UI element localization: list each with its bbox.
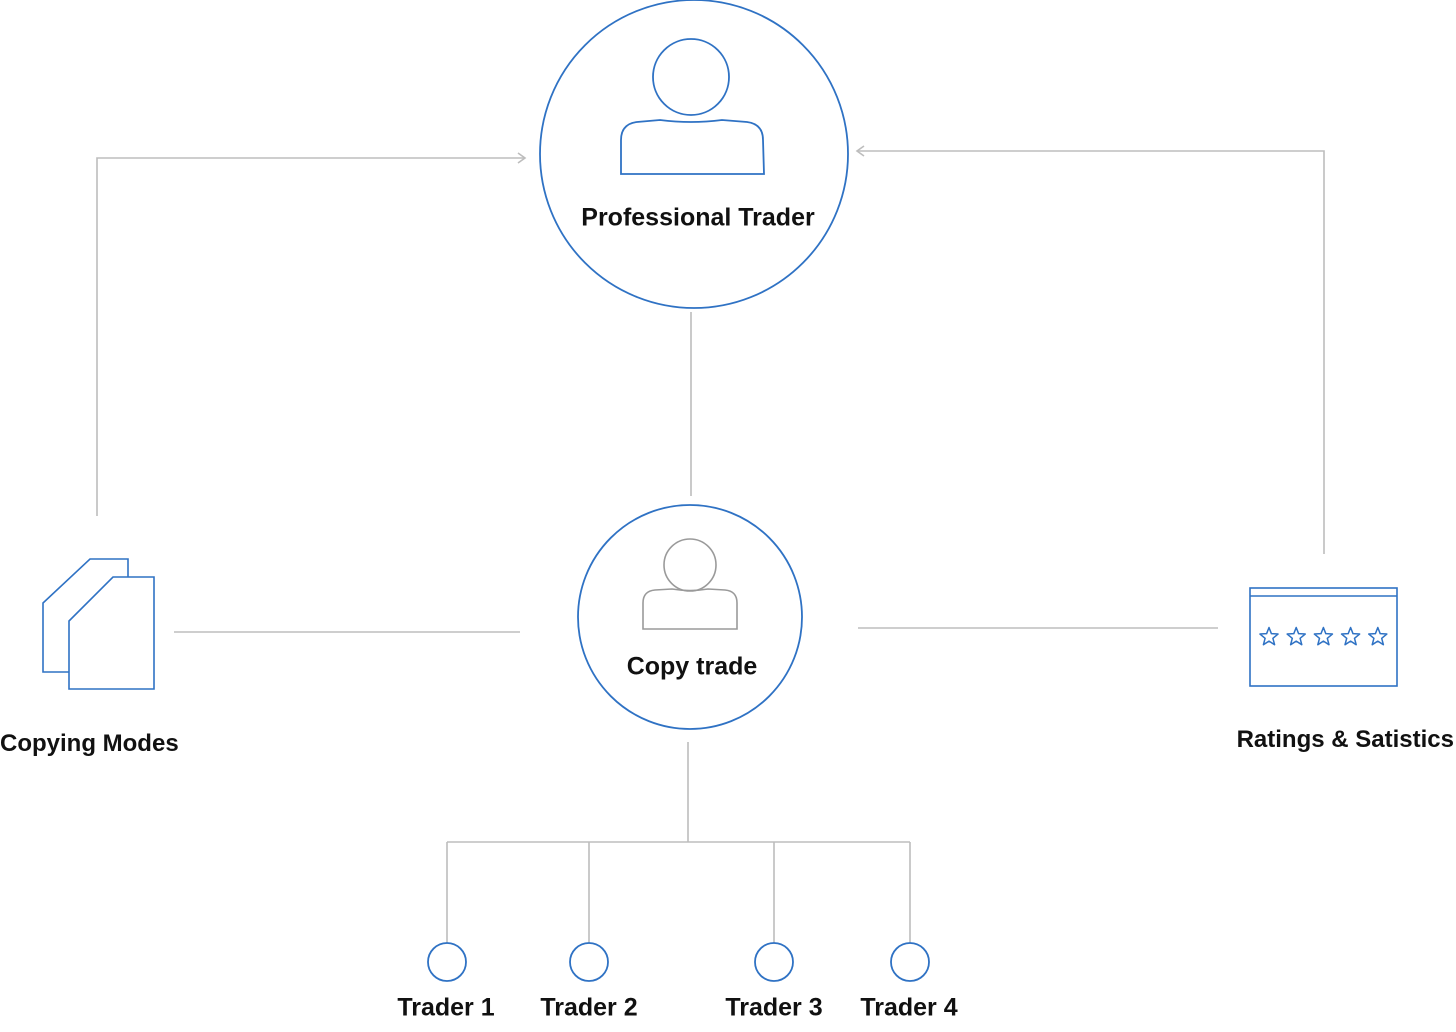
rating-stars <box>1259 626 1388 646</box>
ratings-label: Ratings & Satistics <box>1236 726 1454 753</box>
rating-window-icon <box>1249 587 1398 687</box>
arrowhead-left-to-professional-trader <box>517 152 527 164</box>
copy-trade-node <box>577 504 803 730</box>
star-icon <box>1368 626 1388 646</box>
star-icon <box>1313 626 1334 646</box>
star-icon <box>1259 626 1279 646</box>
professional-trader-circle <box>539 0 849 309</box>
trader-3-circle <box>754 942 794 982</box>
trader-2-label: Trader 2 <box>540 993 638 1022</box>
user-icon <box>620 38 765 175</box>
professional-trader-node <box>539 0 849 309</box>
trader-1-label: Trader 1 <box>397 993 495 1022</box>
arrowhead-right-to-professional-trader <box>855 145 865 157</box>
user-icon <box>642 538 738 630</box>
copying-modes-label: Copying Modes <box>0 730 179 757</box>
trader-2-circle <box>569 942 609 982</box>
copy-trade-circle <box>577 504 803 730</box>
documents-icon <box>42 558 155 690</box>
connectors <box>96 145 1325 943</box>
connector-ratings-to-professional-trader <box>858 150 1325 554</box>
star-icon <box>1286 626 1306 646</box>
star-icon <box>1340 626 1361 646</box>
copy-trade-label: Copy trade <box>626 652 758 681</box>
trader-4-label: Trader 4 <box>860 993 958 1022</box>
professional-trader-label: Professional Trader <box>581 203 815 232</box>
trader-3-label: Trader 3 <box>725 993 823 1022</box>
trader-nodes <box>427 942 930 982</box>
trader-1-circle <box>427 942 467 982</box>
connector-copying-modes-to-professional-trader <box>96 157 524 516</box>
trader-4-circle <box>890 942 930 982</box>
rating-window-frame <box>1249 587 1398 687</box>
